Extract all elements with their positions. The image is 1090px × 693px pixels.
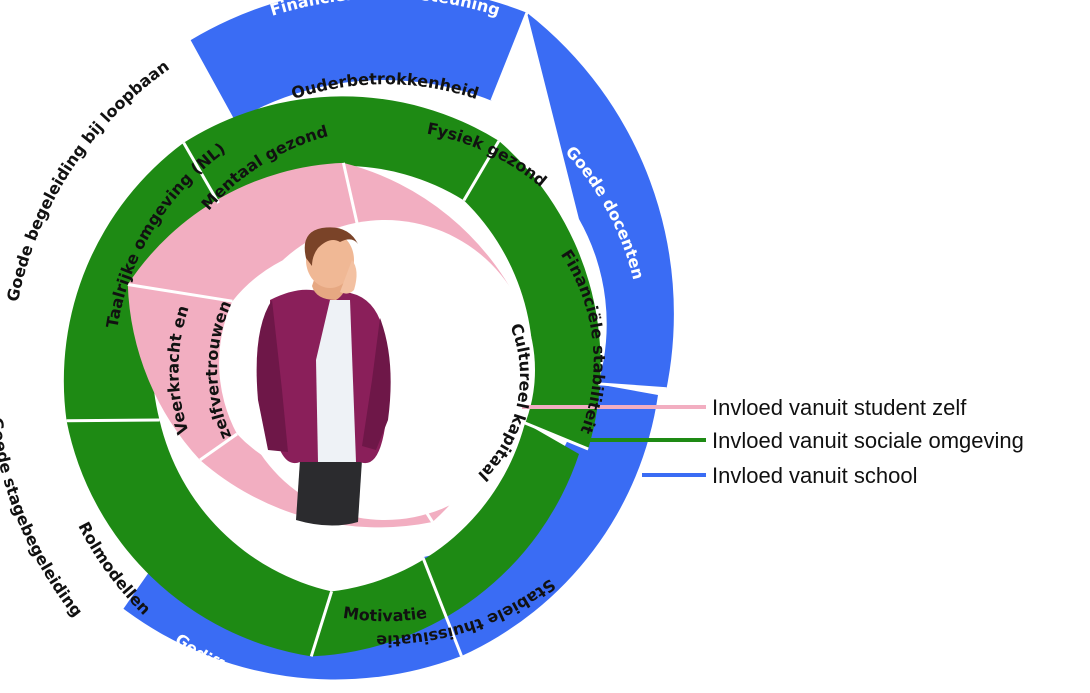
middle-segment-financiele-stabiliteit <box>463 140 601 449</box>
legend-item-sociale-omgeving: Invloed vanuit sociale omgeving <box>712 428 1024 453</box>
inner-segment-veerkracht <box>127 284 237 460</box>
legend-item-school: Invloed vanuit school <box>712 463 917 488</box>
middle-segment-stabiele-thuissiuatie <box>311 423 579 657</box>
legend-item-student: Invloed vanuit student zelf <box>712 395 967 420</box>
legend: Invloed vanuit student zelf Invloed vanu… <box>712 395 1024 488</box>
legend-lines <box>522 405 706 477</box>
outer-segment-financiele-ondersteuning <box>190 0 527 122</box>
middle-segment-ouderbetrokkenheid <box>183 96 499 204</box>
student-figure-icon <box>256 227 391 526</box>
inner-label-motivatie: Motivatie <box>342 603 428 625</box>
middle-segment-rolmodellen <box>66 420 332 657</box>
outer-segment-goede-docenten <box>526 12 674 389</box>
inner-segment-mentaal-gezond <box>127 162 362 302</box>
